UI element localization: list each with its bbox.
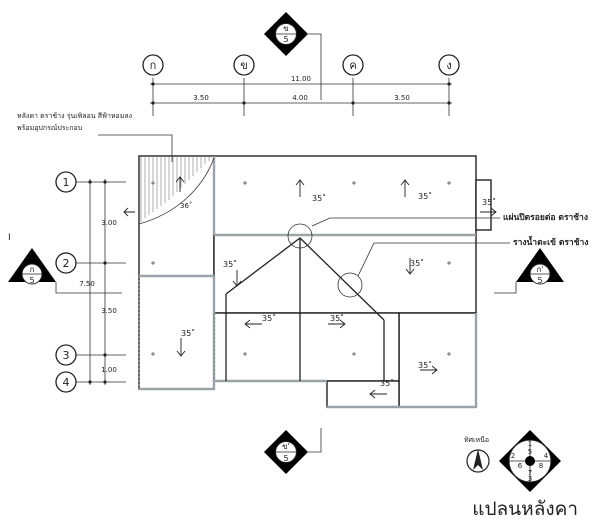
key-number: 3 [528,475,532,483]
slope-label: 35˚ [482,197,496,207]
slope-label: 35˚ [330,313,344,323]
slope-label: 35˚ [181,328,195,338]
page-mark: I [8,233,11,243]
section-letter-bottom: ข' [282,442,290,451]
top-grid: ก ข ค ง 11.00 3.50 4.00 3.50 [142,54,460,116]
north-label: ทิศเหนือ [464,436,489,444]
key-number: 4 [544,452,549,460]
roof-note-line1: หลังคา ตราช้าง รุ่นเพิลอน สีฟ้าหอมลง [17,112,132,120]
key-number: 1 [528,440,532,448]
grid-bubble-1: 1 [63,176,70,189]
ridge-note: แผ่นปิดรอยต่อ ตราช้าง [503,212,588,223]
section-sheet-right: 5 [537,276,542,285]
key-number: 2 [511,452,515,460]
roof-outline [138,155,492,409]
slope-label: 35˚ [223,259,237,269]
drawing-title: แปลนหลังคา [472,498,578,520]
gutter-note: รางน้ำตะเข้ ตราช้าง [513,235,588,248]
key-number: 8 [539,462,543,470]
dim-span-top-3: 3.50 [394,94,410,102]
section-marker-bottom: ข' 5 [264,428,322,474]
grid-bubble-ข: ข [240,59,248,72]
slope-label: 35˚ [312,193,326,203]
slope-labels: 35˚ 35˚ 35˚ 35˚ 35˚ 35˚ 35˚ 35˚ 35˚ 35˚ … [180,191,496,388]
grid-bubble-4: 4 [63,376,70,389]
key-number: 5 [528,448,532,456]
section-marker-top: ข 5 [264,12,322,100]
slope-label: 35˚ [380,378,394,388]
grid-bubble-3: 3 [63,349,70,362]
section-sheet-left: 5 [29,276,34,285]
section-key-diagram: 1 2 3 4 5 6 7 8 [499,430,561,492]
dim-span-left-3: 1.00 [101,366,117,374]
section-letter-top: ข [283,24,288,33]
north-arrow: ทิศเหนือ [464,436,490,473]
grid-bubble-ค: ค [349,59,356,72]
dim-total-top: 11.00 [291,75,311,83]
left-grid: 1 2 3 4 7.50 3.00 3.50 1.00 [55,171,126,393]
section-sheet-bottom: 5 [283,454,288,463]
slope-arrows [123,176,497,399]
grid-bubble-ง: ง [446,59,451,72]
notes: หลังคา ตราช้าง รุ่นเพิลอน สีฟ้าหอมลง พร้… [17,112,588,248]
slope-label: 35˚ [418,191,432,201]
dim-span-top-1: 3.50 [193,94,209,102]
dim-span-left-2: 3.50 [101,307,117,315]
slope-label: 35˚ [262,313,276,323]
key-number: 6 [518,462,523,470]
hatched-roof-area [138,156,215,225]
dim-span-top-2: 4.00 [292,94,308,102]
plus-marks [151,181,451,356]
dim-span-left-1: 3.00 [101,219,117,227]
small-slope-label: 36˚ [180,202,192,210]
dim-total-left: 7.50 [79,280,95,288]
grid-bubble-2: 2 [63,257,70,270]
section-letter-right: ก' [536,265,543,274]
slope-label: 35˚ [418,360,432,370]
roof-note-line2: พร้อมอุปกรณ์ประกอบ [17,124,82,132]
grid-bubble-ก: ก [150,59,157,72]
section-sheet-top: 5 [283,35,288,44]
detail-callouts [98,134,510,298]
slope-label: 35˚ [410,258,424,268]
key-number: 7 [528,469,532,477]
section-marker-left: ก 5 [8,248,122,294]
section-letter-left: ก [30,265,35,274]
section-marker-right: ก' 5 [494,248,564,294]
